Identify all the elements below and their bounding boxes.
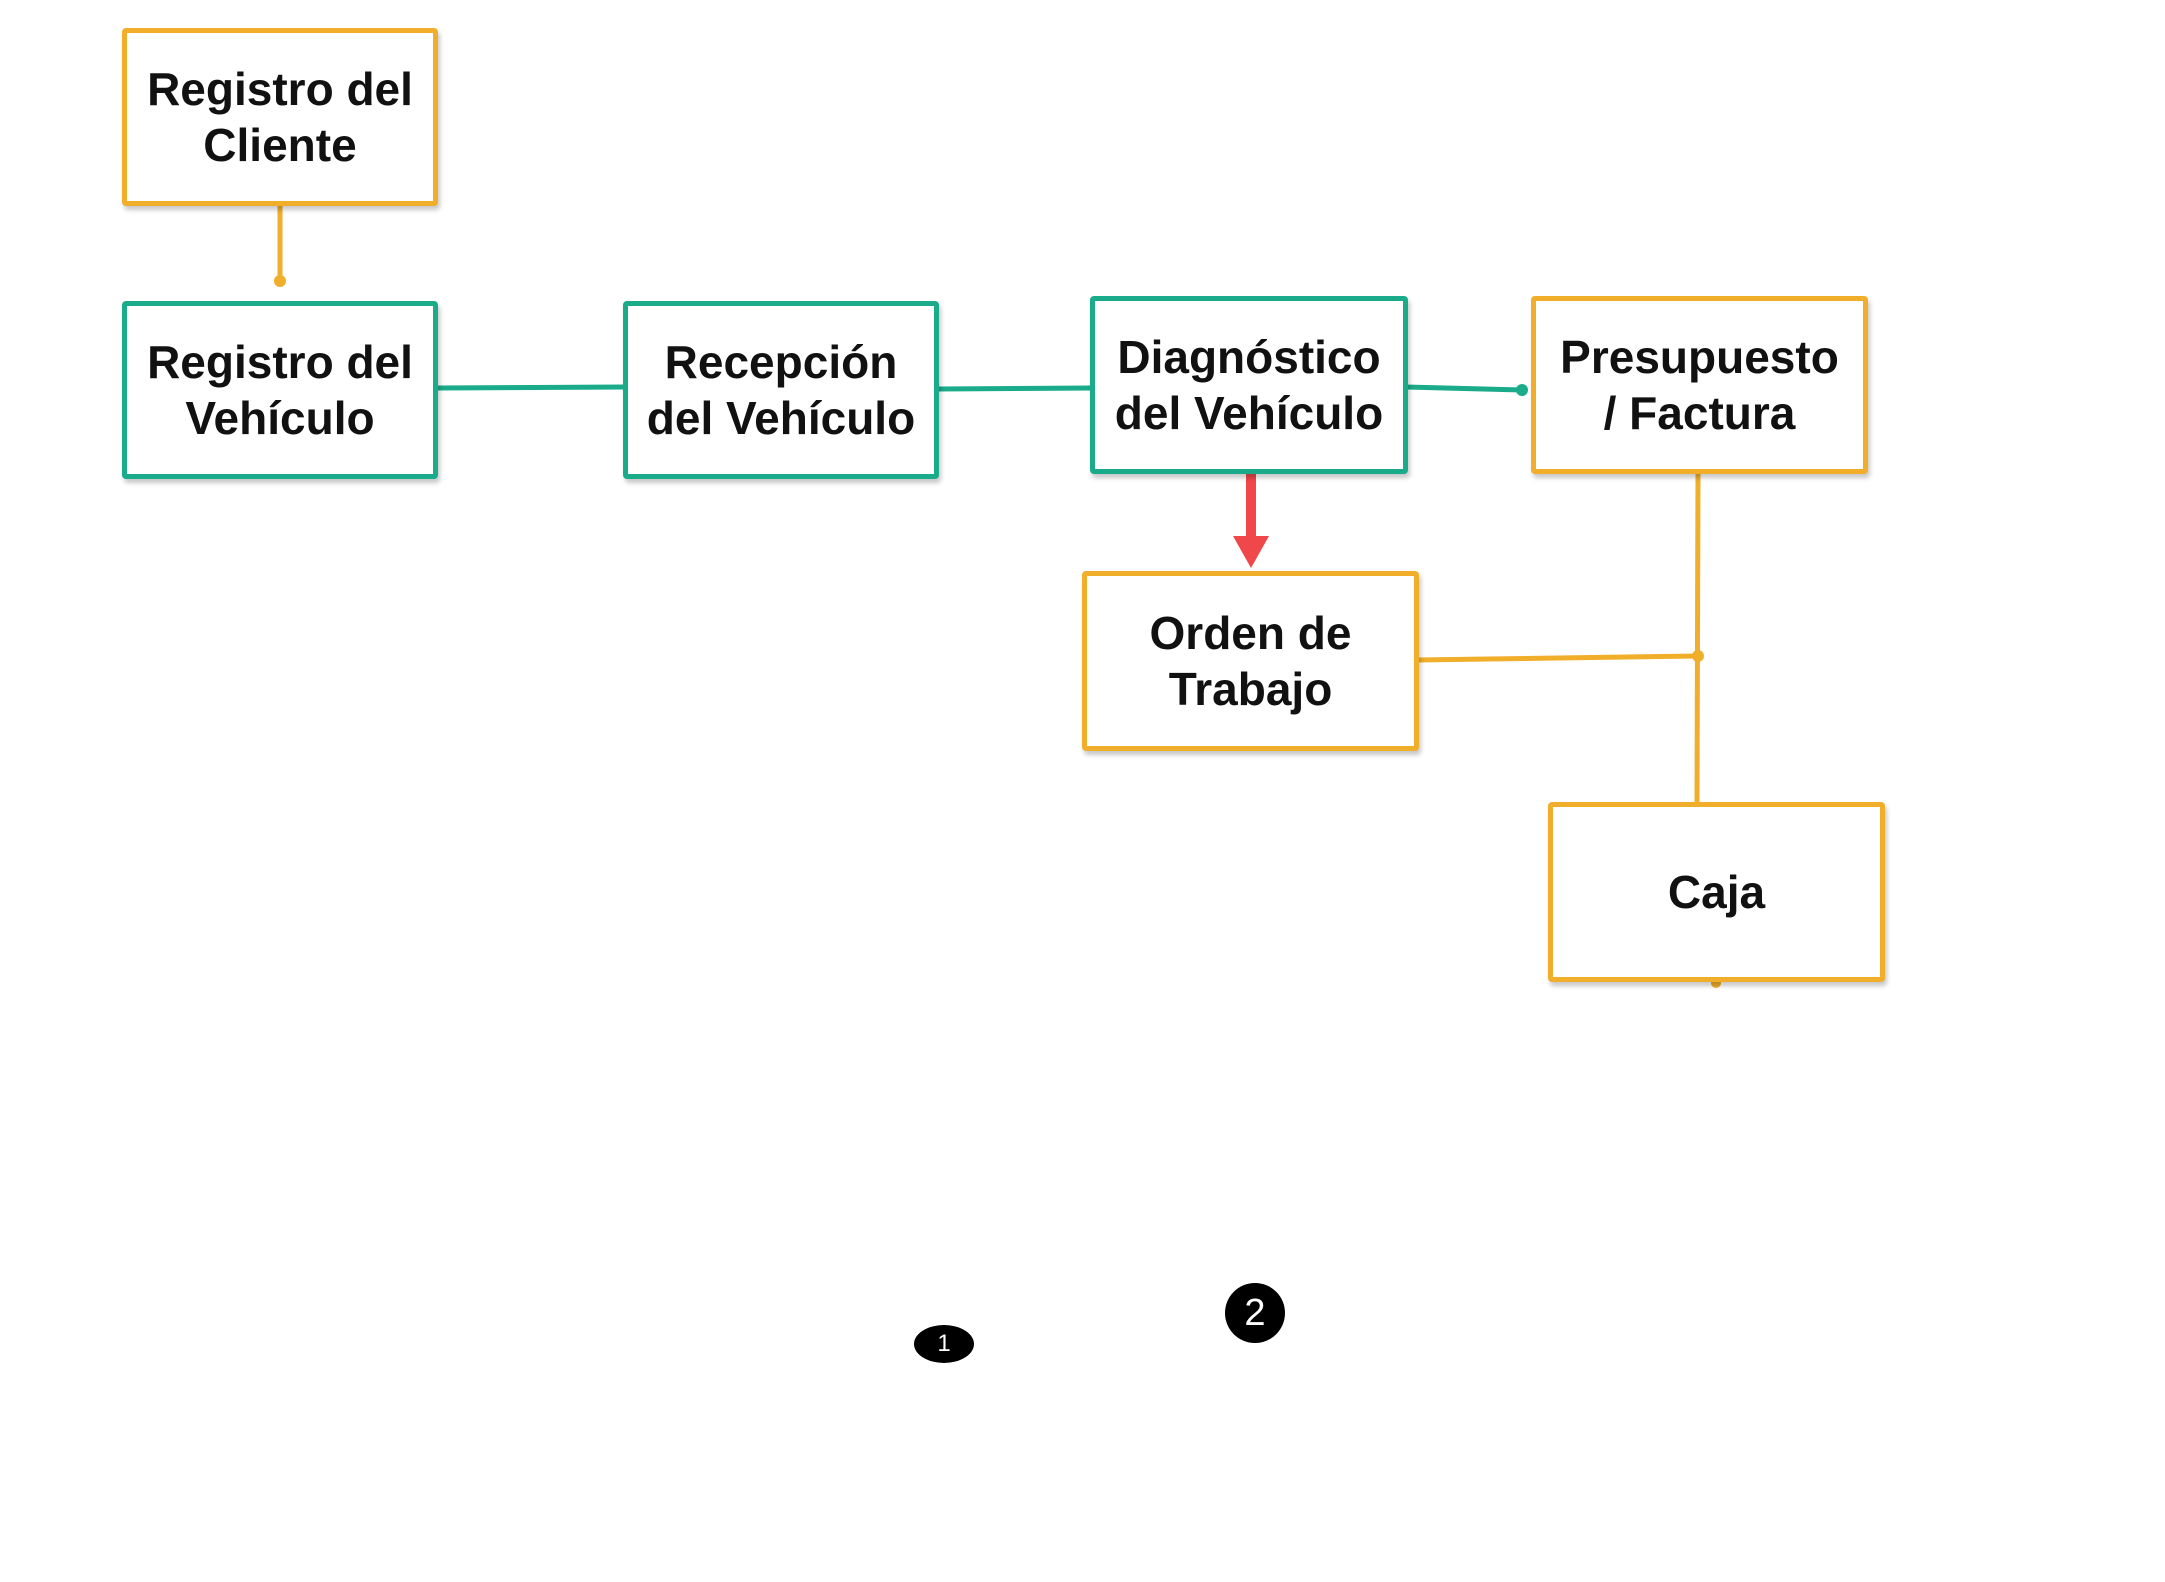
node-recepcion-vehiculo[interactable]: Recepción del Vehículo — [623, 301, 939, 479]
edge-registro-recepcion — [436, 384, 626, 391]
node-orden-trabajo[interactable]: Orden de Trabajo — [1082, 571, 1419, 751]
edge-diagnostico-presupuesto — [1405, 384, 1523, 393]
arrowhead-orden-icon — [1233, 536, 1269, 568]
node-caja[interactable]: Caja — [1548, 802, 1885, 982]
node-diagnostico-vehiculo-label: Diagnóstico del Vehículo — [1114, 330, 1384, 439]
junction-dot — [1692, 650, 1704, 662]
node-registro-vehiculo-label: Registro del Vehículo — [147, 335, 413, 444]
badge-1[interactable]: 1 — [914, 1325, 974, 1363]
badge-2-label: 2 — [1244, 1291, 1266, 1334]
edge-orden-junction — [1416, 653, 1699, 663]
edge-diagnostico-presupuesto-dot — [1516, 384, 1528, 396]
node-registro-cliente-label: Registro del Cliente — [147, 62, 413, 171]
node-presupuesto-factura-label: Presupuesto / Factura — [1560, 330, 1839, 439]
badge-2[interactable]: 2 — [1225, 1283, 1285, 1343]
edge-cliente-vehiculo-dot — [274, 275, 286, 287]
badge-1-label: 1 — [937, 1330, 951, 1357]
node-presupuesto-factura[interactable]: Presupuesto / Factura — [1531, 296, 1868, 474]
node-recepcion-vehiculo-label: Recepción del Vehículo — [646, 335, 916, 444]
node-caja-label: Caja — [1667, 865, 1766, 918]
node-diagnostico-vehiculo[interactable]: Diagnóstico del Vehículo — [1090, 296, 1408, 474]
node-registro-vehiculo[interactable]: Registro del Vehículo — [122, 301, 438, 479]
edge-presupuesto-caja — [1694, 471, 1701, 804]
edge-recepcion-diagnostico — [937, 385, 1093, 392]
node-orden-trabajo-label: Orden de Trabajo — [1149, 606, 1352, 715]
node-registro-cliente[interactable]: Registro del Cliente — [122, 28, 438, 206]
